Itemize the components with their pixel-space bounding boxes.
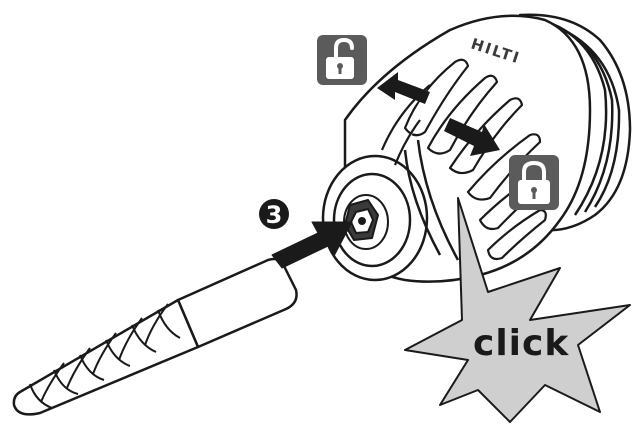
drill-bit-shank [178, 259, 297, 347]
drill-bit [14, 259, 297, 414]
padlock-closed-icon [509, 155, 559, 210]
step-number: 3 [266, 201, 283, 229]
padlock-open-icon [317, 35, 367, 85]
drill-bit-flutes [14, 300, 198, 414]
click-label: click [473, 323, 569, 364]
step-badge: 3 [259, 199, 289, 229]
chuck-jaws [345, 200, 378, 240]
